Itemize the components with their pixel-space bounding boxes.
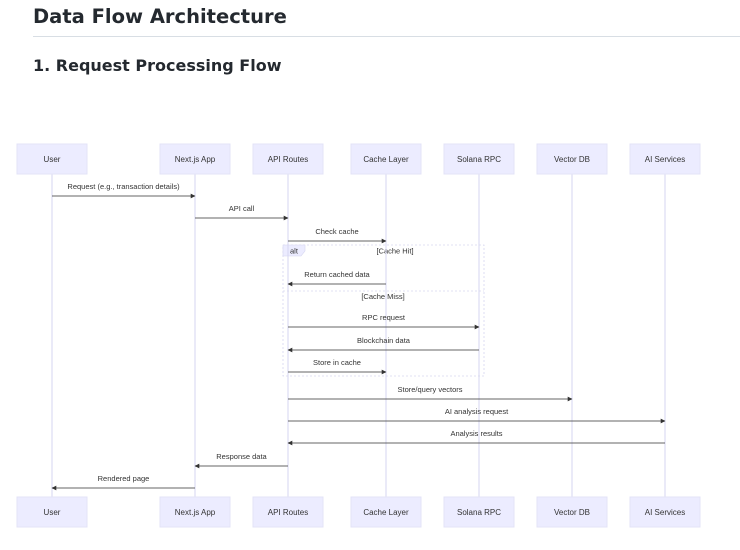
- section-title: 1. Request Processing Flow: [33, 56, 282, 75]
- message-label: Store/query vectors: [397, 385, 462, 394]
- participant-next-js-app-top: Next.js App: [159, 143, 231, 175]
- message-response-data: Response data: [194, 452, 288, 469]
- alt-frame-border: [282, 244, 485, 377]
- participant-user-bottom: User: [16, 496, 88, 528]
- message-label: Blockchain data: [357, 336, 411, 345]
- participant-label: User: [44, 508, 61, 517]
- participant-box: [536, 496, 608, 528]
- participant-box: [350, 143, 422, 175]
- message-label: AI analysis request: [445, 407, 509, 416]
- participant-box: [159, 143, 231, 175]
- participant-label: API Routes: [268, 508, 308, 517]
- participant-box: [629, 143, 701, 175]
- participant-label: Next.js App: [175, 508, 216, 517]
- participant-box: [629, 496, 701, 528]
- message-analysis-results: Analysis results: [287, 429, 665, 446]
- participant-label: AI Services: [645, 508, 685, 517]
- participant-label: API Routes: [268, 155, 308, 164]
- message-store-in-cache: Store in cache: [288, 358, 387, 375]
- participant-box: [443, 496, 515, 528]
- alt-branch-label: [Cache Hit]: [376, 247, 413, 256]
- message-label: Store in cache: [313, 358, 361, 367]
- participant-label: Cache Layer: [363, 508, 409, 517]
- message-rendered-page: Rendered page: [51, 474, 195, 491]
- alt-keyword: alt: [290, 247, 299, 256]
- message-request-e-g-transaction-details: Request (e.g., transaction details): [52, 182, 196, 199]
- message-label: Return cached data: [304, 270, 370, 279]
- message-blockchain-data: Blockchain data: [287, 336, 479, 353]
- participant-label: Solana RPC: [457, 508, 501, 517]
- participant-box: [159, 496, 231, 528]
- message-return-cached-data: Return cached data: [287, 270, 386, 287]
- participant-label: Next.js App: [175, 155, 216, 164]
- participant-ai-services-top: AI Services: [629, 143, 701, 175]
- title-divider: [33, 36, 740, 37]
- participant-ai-services-bottom: AI Services: [629, 496, 701, 528]
- page-title: Data Flow Architecture: [33, 5, 287, 28]
- participant-box: [350, 496, 422, 528]
- message-store-query-vectors: Store/query vectors: [288, 385, 573, 402]
- participant-api-routes-top: API Routes: [252, 143, 324, 175]
- message-label: Rendered page: [98, 474, 150, 483]
- message-label: Response data: [216, 452, 267, 461]
- message-label: RPC request: [362, 313, 406, 322]
- participant-box: [16, 143, 88, 175]
- participant-next-js-app-bottom: Next.js App: [159, 496, 231, 528]
- message-label: API call: [229, 204, 255, 213]
- participant-box: [443, 143, 515, 175]
- participant-box: [536, 143, 608, 175]
- message-rpc-request: RPC request: [288, 313, 480, 330]
- participant-box: [16, 496, 88, 528]
- participant-cache-layer-top: Cache Layer: [350, 143, 422, 175]
- participant-vector-db-bottom: Vector DB: [536, 496, 608, 528]
- participant-cache-layer-bottom: Cache Layer: [350, 496, 422, 528]
- participant-label: AI Services: [645, 155, 685, 164]
- participant-solana-rpc-bottom: Solana RPC: [443, 496, 515, 528]
- message-check-cache: Check cache: [288, 227, 387, 244]
- participant-label: Vector DB: [554, 508, 590, 517]
- message-label: Analysis results: [450, 429, 502, 438]
- participant-box: [252, 496, 324, 528]
- message-ai-analysis-request: AI analysis request: [288, 407, 666, 424]
- participant-solana-rpc-top: Solana RPC: [443, 143, 515, 175]
- participant-label: User: [44, 155, 61, 164]
- participant-label: Solana RPC: [457, 155, 501, 164]
- participant-api-routes-bottom: API Routes: [252, 496, 324, 528]
- message-label: Request (e.g., transaction details): [67, 182, 180, 191]
- participant-box: [252, 143, 324, 175]
- participant-user-top: User: [16, 143, 88, 175]
- participant-vector-db-top: Vector DB: [536, 143, 608, 175]
- alt-frame: alt [Cache Hit] [Cache Miss]: [282, 244, 485, 377]
- participant-label: Cache Layer: [363, 155, 409, 164]
- message-api-call: API call: [195, 204, 289, 221]
- alt-branch-label: [Cache Miss]: [361, 292, 404, 301]
- participant-label: Vector DB: [554, 155, 590, 164]
- message-label: Check cache: [315, 227, 358, 236]
